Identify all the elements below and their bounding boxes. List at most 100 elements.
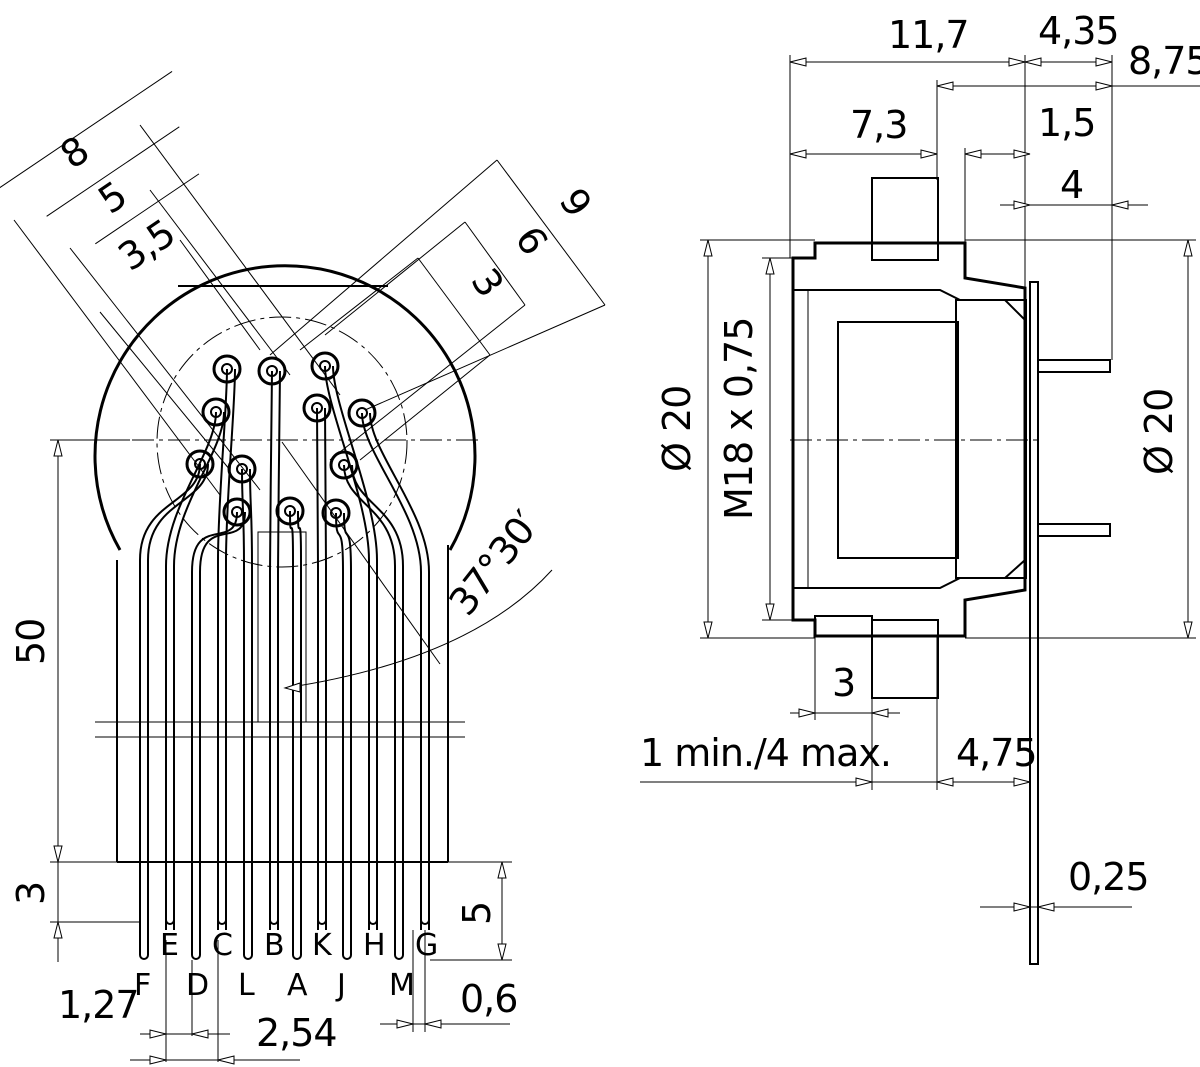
pin-trace: [269, 370, 273, 930]
pin-contact-hole: [231, 506, 243, 518]
pin-trace: [297, 510, 302, 930]
pin-trace: [191, 511, 238, 930]
pin-trace: [335, 512, 344, 930]
pin-traces: [139, 365, 430, 960]
dim-8-label: 8: [52, 128, 96, 177]
pin-tip: [217, 919, 227, 930]
pcb-pin-upper: [1037, 359, 1111, 373]
pin-contact: [222, 497, 252, 527]
pin-trace: [369, 412, 430, 930]
pin-contact: [212, 354, 242, 384]
pin-trace: [165, 411, 217, 930]
pin-tip: [394, 930, 404, 960]
dim-angle-label: 37°30′: [440, 503, 548, 624]
pin-letter: G: [415, 928, 437, 963]
ext-line-9a: [269, 159, 498, 356]
dim-dia-right-label: Ø 20: [1137, 389, 1181, 475]
insert-flange: [955, 299, 1027, 579]
left-view: 37°30′ 8 5 3,5 9 6 3 50: [0, 70, 606, 1065]
pin-letter: A: [287, 968, 308, 1003]
dim-line-9: [496, 159, 606, 306]
dim-254-label: 2,54: [256, 1011, 337, 1055]
ext-line-5b: [149, 189, 291, 376]
dim-435-label: 4,35: [1038, 9, 1119, 53]
pin-contact-hole: [236, 463, 248, 475]
panel-lower-section: [871, 619, 939, 699]
insulator-body-outline: [93, 264, 477, 551]
dim-73-label: 7,3: [850, 103, 907, 147]
dim-06-label: 0,6: [460, 977, 517, 1021]
dim-3-right-view-label: 3: [832, 661, 855, 705]
pin-trace: [173, 411, 225, 930]
dim-15-label: 1,5: [1038, 101, 1095, 145]
pin-tip: [139, 930, 149, 960]
angle-leader: [281, 441, 441, 665]
pin-letter: K: [312, 928, 333, 963]
pin-letter: F: [134, 968, 150, 1003]
pin-trace: [217, 368, 228, 930]
dim-50-label: 50: [9, 619, 53, 665]
pcb-pin-lower: [1037, 523, 1111, 537]
pin-letter: H: [363, 928, 385, 963]
dim-3-right-label: 3: [463, 260, 512, 304]
ext-line-3a: [299, 257, 419, 351]
pin-trace: [241, 468, 245, 930]
dim-117-label: 11,7: [888, 13, 969, 57]
pin-trace: [332, 365, 378, 930]
pin-trace: [277, 370, 281, 930]
dim-475-label: 4,75: [956, 731, 1037, 775]
pin-trace: [199, 511, 246, 930]
pin-trace: [351, 464, 404, 930]
panel-upper-section: [871, 177, 939, 261]
dim-thread-label: M18 x 0,75: [717, 318, 761, 520]
dim-line-3: [417, 257, 491, 356]
pin-tip: [269, 919, 279, 930]
centre-pin-guide: [257, 531, 307, 723]
pin-contact-hole: [210, 406, 222, 418]
pin-tip: [368, 919, 378, 930]
ext-line-6a: [324, 221, 466, 336]
pin-tip: [292, 930, 302, 960]
dim-4-label: 4: [1060, 163, 1083, 207]
pin-letter: L: [238, 968, 255, 1003]
pin-contact-hole: [266, 365, 278, 377]
dim-line-6: [464, 221, 526, 306]
pin-letter: J: [335, 968, 345, 1003]
dim-875-label: 8,75: [1128, 39, 1200, 83]
dim-9-label: 9: [551, 180, 600, 224]
pin-contact-hole: [319, 360, 331, 372]
angle-arrow: [283, 682, 301, 693]
pin-trace: [361, 412, 422, 930]
housing-bottom-hatch: [792, 557, 1026, 637]
pin-contact: [347, 398, 377, 428]
pin-letter: D: [186, 968, 208, 1003]
dim-dia-left-label: Ø 20: [655, 386, 699, 472]
pin-contact: [329, 450, 359, 480]
dim-35-label: 3,5: [110, 211, 182, 280]
pin-contact: [321, 498, 351, 528]
pin-tip: [420, 919, 430, 930]
dim-025-label: 0,25: [1068, 855, 1149, 899]
nut-section: [814, 615, 873, 637]
pin-tip: [317, 919, 327, 930]
pcb-board: [1029, 281, 1039, 965]
pin-letter: B: [264, 928, 284, 963]
pin-contact-hole: [221, 363, 233, 375]
dim-127-label: 1,27: [58, 983, 139, 1027]
pin-tip: [191, 930, 201, 960]
dims-upper-left: [0, 70, 200, 245]
angle-arc: [284, 569, 553, 689]
dim-panel-label: 1 min./4 max.: [640, 731, 891, 775]
pin-contact: [257, 356, 287, 386]
pin-trace: [324, 407, 327, 930]
ext-line-8b: [139, 124, 341, 396]
ext-line-3b: [359, 354, 491, 461]
pin-contact: [185, 449, 215, 479]
ext-line-6b: [329, 304, 526, 461]
ext-line-35a: [99, 311, 231, 471]
pin-tip: [165, 919, 175, 930]
pin-tip: [243, 930, 253, 960]
pin-contact-hole: [311, 402, 323, 414]
